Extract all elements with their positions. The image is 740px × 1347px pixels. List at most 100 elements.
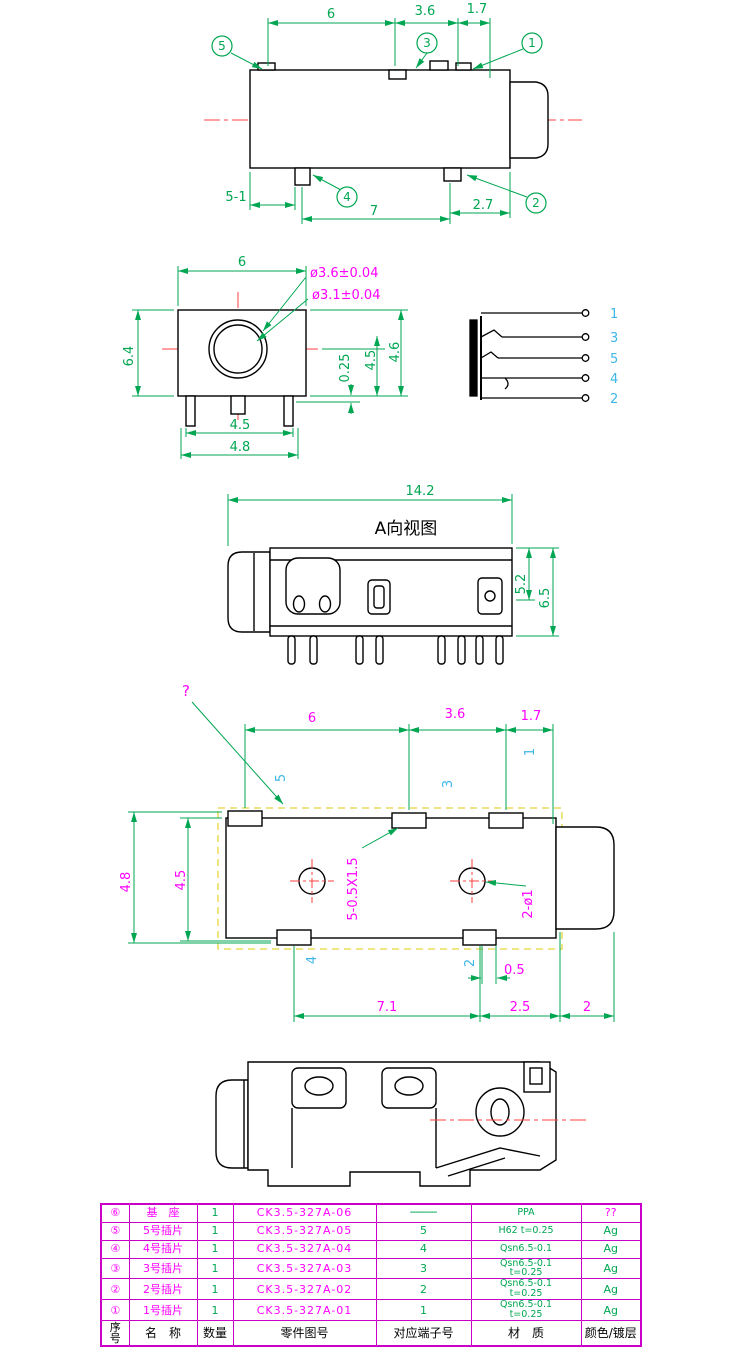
front-view: 6 ø3.6±0.04 ø3.1±0.04 6.4 0.25 4.5 4.6 4… <box>122 255 408 459</box>
row-name: 2号插片 <box>128 1278 198 1301</box>
layout-outline <box>225 810 615 946</box>
dim-5-1: 5-1 <box>225 190 246 205</box>
pin-label-4: 4 <box>610 372 618 387</box>
row-terminal: 4 <box>375 1239 472 1259</box>
callout-1-circle <box>521 32 543 54</box>
row-no: ⑥ <box>100 1203 130 1223</box>
row-qty: 1 <box>196 1299 234 1322</box>
row-name: 5号插片 <box>128 1221 198 1241</box>
row-terminal: 1 <box>375 1299 472 1322</box>
dim-6: 6 <box>327 7 335 22</box>
row-plating: Ag <box>580 1239 642 1259</box>
row-material: Qsn6.5-0.1 t=0.25 <box>470 1299 582 1322</box>
layout-callout-1: 1 <box>523 748 538 756</box>
header-qty: 数量 <box>196 1320 234 1347</box>
layout-dim-6: 6 <box>308 711 316 726</box>
dia-outer-label: ø3.6±0.04 <box>310 266 378 281</box>
parts-table: ⑥ 基 座 1 CK3.5-327A-06 ──── PPA ?? ⑤ 5号插片… <box>100 1203 642 1347</box>
jack-schematic: 1 3 5 4 2 <box>469 307 618 407</box>
row-part: CK3.5-327A-06 <box>232 1203 377 1223</box>
dim-14-2: 14.2 <box>406 484 435 499</box>
layout-dim-7-1: 7.1 <box>377 1000 398 1015</box>
dim-4-8: 4.8 <box>230 440 251 455</box>
dia-inner-label: ø3.1±0.04 <box>312 288 380 303</box>
row-no: ③ <box>100 1257 130 1280</box>
header-terminal: 对应端子号 <box>375 1320 472 1347</box>
header-plating: 颜色/镀层 <box>580 1320 642 1347</box>
row-qty: 1 <box>196 1257 234 1280</box>
row-no: ① <box>100 1299 130 1322</box>
pin-label-1: 1 <box>610 307 618 322</box>
row-no: ⑤ <box>100 1221 130 1241</box>
layout-dim-3-6: 3.6 <box>445 707 466 722</box>
front-view-dimension-lines <box>132 266 408 459</box>
dim-5-2: 5.2 <box>514 574 529 595</box>
header-material: 材 质 <box>470 1320 582 1347</box>
callout-2-circle <box>525 192 547 214</box>
side-view: 6 3.6 1.7 5 3 1 5-1 7 2.7 4 2 <box>204 2 582 224</box>
dim-4-5-right: 4.5 <box>364 350 379 371</box>
layout-view: ? 6 3.6 1.7 1 5 3 4.8 4.5 5-0.5X1.5 2-ø1… <box>119 682 615 1022</box>
dim-7: 7 <box>370 204 378 219</box>
side-view-outline <box>249 60 549 186</box>
layout-dim-1-7: 1.7 <box>521 709 542 724</box>
layout-callout-2: 2 <box>463 959 478 967</box>
layout-dim-4-5: 4.5 <box>174 870 189 891</box>
a-view-label: A向视图 <box>375 519 438 539</box>
row-no: ④ <box>100 1239 130 1259</box>
row-terminal: 3 <box>375 1257 472 1280</box>
dim-6-5: 6.5 <box>538 588 553 609</box>
row-qty: 1 <box>196 1203 234 1223</box>
table-row-1: ① 1号插片 1 CK3.5-327A-01 1 Qsn6.5-0.1 t=0.… <box>100 1299 642 1322</box>
layout-dim-4-8: 4.8 <box>119 872 134 893</box>
pin-label-3: 3 <box>610 331 618 346</box>
a-view: 14.2 A向视图 5.2 6.5 <box>227 484 559 665</box>
row-plating: Ag <box>580 1221 642 1241</box>
schematic-symbol <box>469 309 590 402</box>
front-view-outline <box>177 309 307 427</box>
table-header-row: 序 号 名 称 数量 零件图号 对应端子号 材 质 颜色/镀层 <box>100 1320 642 1347</box>
row-part: CK3.5-327A-05 <box>232 1221 377 1241</box>
row-part: CK3.5-327A-01 <box>232 1299 377 1322</box>
row-plating: Ag <box>580 1257 642 1280</box>
row-qty: 1 <box>196 1221 234 1241</box>
row-name: 基 座 <box>128 1203 198 1223</box>
pin-label-5: 5 <box>610 352 618 367</box>
row-name: 1号插片 <box>128 1299 198 1322</box>
row-terminal: 5 <box>375 1221 472 1241</box>
table-row-2: ② 2号插片 1 CK3.5-327A-02 2 Qsn6.5-0.1 t=0.… <box>100 1278 642 1301</box>
row-material: Qsn6.5-0.1 <box>470 1239 582 1259</box>
row-plating: ?? <box>580 1203 642 1223</box>
question-label: ? <box>182 682 190 700</box>
slot-size-label: 5-0.5X1.5 <box>346 857 361 920</box>
iso-outline <box>215 1061 557 1187</box>
row-no: ② <box>100 1278 130 1301</box>
callout-2: 2 <box>532 196 540 210</box>
row-terminal: 2 <box>375 1278 472 1301</box>
header-no: 序 号 <box>100 1320 130 1347</box>
layout-callout-5: 5 <box>274 774 289 782</box>
dim-4-6: 4.6 <box>388 342 403 363</box>
callout-3: 3 <box>423 36 431 50</box>
a-view-dimension-lines <box>227 494 559 637</box>
callout-4-circle <box>336 186 358 208</box>
row-name: 3号插片 <box>128 1257 198 1280</box>
layout-dim-0-5: 0.5 <box>504 963 525 978</box>
dim-0-25: 0.25 <box>338 354 353 383</box>
callout-3-circle <box>416 32 438 54</box>
row-material: H62 t=0.25 <box>470 1221 582 1241</box>
row-plating: Ag <box>580 1278 642 1301</box>
row-material: Qsn6.5-0.1 t=0.25 <box>470 1257 582 1280</box>
dim-6-4: 6.4 <box>122 346 137 367</box>
row-terminal: ──── <box>375 1203 472 1223</box>
table-row-4: ④ 4号插片 1 CK3.5-327A-04 4 Qsn6.5-0.1 Ag <box>100 1239 642 1259</box>
callout-4: 4 <box>343 190 351 204</box>
table-row-6: ⑥ 基 座 1 CK3.5-327A-06 ──── PPA ?? <box>100 1203 642 1223</box>
row-name: 4号插片 <box>128 1239 198 1259</box>
callout-5: 5 <box>218 39 226 53</box>
layout-dimension-lines <box>128 701 615 1022</box>
header-part: 零件图号 <box>232 1320 377 1347</box>
row-qty: 1 <box>196 1239 234 1259</box>
